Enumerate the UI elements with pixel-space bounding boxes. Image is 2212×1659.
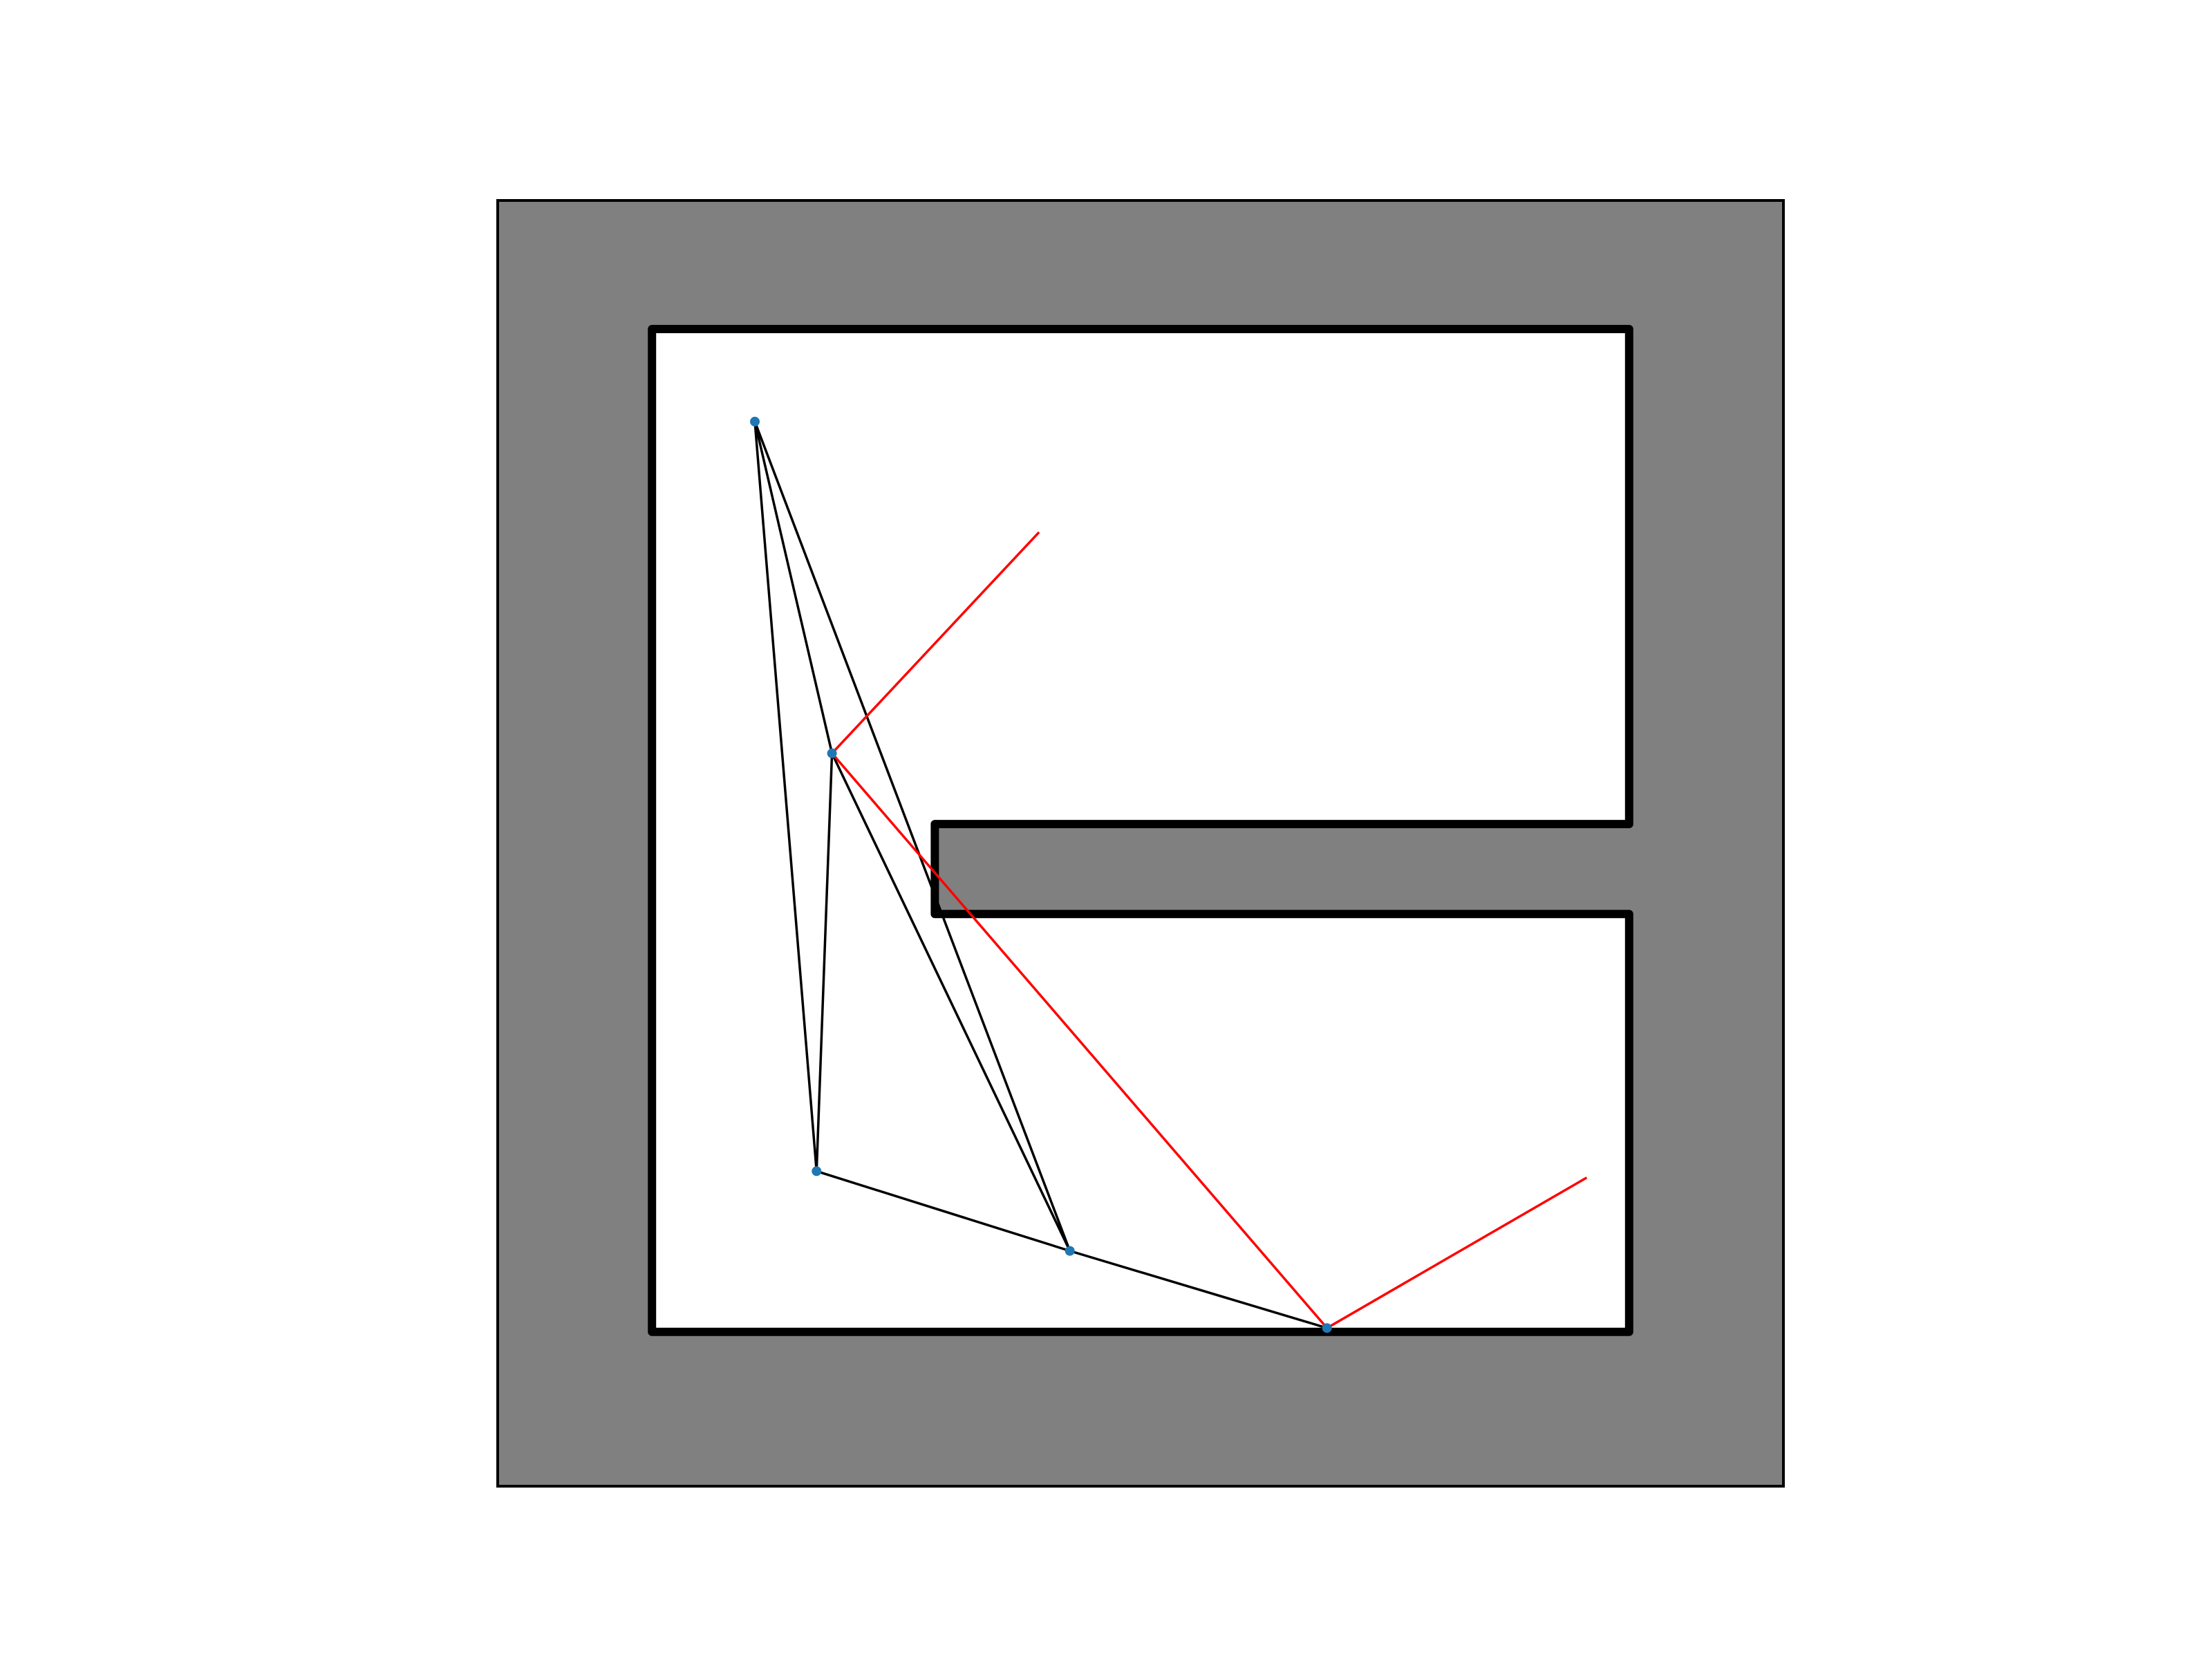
roadmap-node-3 (1065, 1246, 1075, 1256)
roadmap-edge-3 (815, 753, 834, 1172)
roadmap-nodes (750, 416, 1332, 1333)
roadmap-edge-1 (753, 421, 818, 1172)
axes-frame (496, 199, 1785, 1488)
room-walls (648, 325, 1633, 1336)
roadmap-node-1 (827, 748, 837, 758)
path-line (830, 531, 1588, 1330)
obstacle-region (498, 200, 1783, 1486)
roadmap-node-0 (750, 416, 760, 427)
roadmap-edge-2 (753, 421, 1071, 1252)
roadmap-edge-0 (753, 421, 834, 754)
roadmap-edge-5 (816, 1170, 1071, 1253)
plot-area (496, 199, 1785, 1488)
roadmap-edge-6 (1069, 1249, 1328, 1329)
roadmap-node-2 (812, 1166, 822, 1177)
roadmap-node-4 (1322, 1323, 1332, 1333)
roadmap-edge-4 (831, 753, 1071, 1252)
roadmap-edges (753, 421, 1328, 1329)
